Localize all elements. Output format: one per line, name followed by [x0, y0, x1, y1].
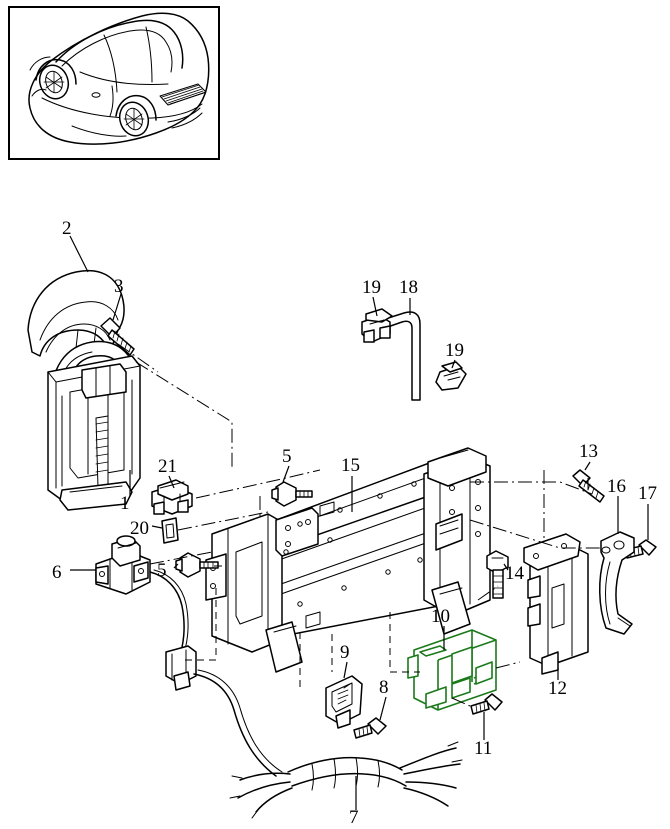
callout-2[interactable]: 2 [62, 218, 72, 239]
part-12-control-unit [523, 533, 589, 675]
callout-11[interactable]: 11 [474, 738, 493, 759]
callout-6[interactable]: 6 [52, 562, 62, 583]
part-15-crossmember-frame [205, 447, 491, 673]
part-2-cover-cap [27, 270, 125, 357]
callout-19-lower[interactable]: 19 [445, 340, 464, 361]
part-11-screw [470, 693, 503, 715]
part-13-screw [572, 469, 605, 503]
part-21-clip [151, 479, 193, 515]
callout-7[interactable]: 7 [349, 807, 359, 828]
callout-1[interactable]: 1 [120, 493, 130, 514]
callout-3[interactable]: 3 [114, 276, 124, 297]
callout-16[interactable]: 16 [607, 476, 626, 497]
callout-leader-lines [69, 235, 649, 810]
callout-8[interactable]: 8 [379, 677, 389, 698]
callout-14[interactable]: 14 [505, 563, 524, 584]
sensor-cable [149, 569, 283, 777]
callout-20[interactable]: 20 [130, 518, 149, 539]
part-10-control-module-highlighted [407, 629, 497, 711]
callout-9[interactable]: 9 [340, 642, 350, 663]
part-19-clip-upper [361, 308, 393, 343]
part-9-mounting-bracket [325, 675, 363, 729]
part-6-sensor-bracket [95, 535, 151, 595]
callout-17[interactable]: 17 [638, 483, 657, 504]
callout-12[interactable]: 12 [548, 678, 567, 699]
part-3-screw [100, 317, 135, 356]
callout-10[interactable]: 10 [431, 606, 450, 627]
part-7-wiring-harness [229, 741, 463, 819]
callout-15[interactable]: 15 [341, 455, 360, 476]
assembly-reference-lines [117, 343, 600, 707]
part-20-retainer [161, 517, 179, 544]
callout-21[interactable]: 21 [158, 456, 177, 477]
callout-19-upper[interactable]: 19 [362, 277, 381, 298]
part-19-clip-lower [435, 361, 467, 391]
callout-5-lower[interactable]: 5 [157, 560, 167, 581]
part-1-rollover-bar-cassette [47, 340, 141, 511]
callout-13[interactable]: 13 [579, 441, 598, 462]
part-16-support-bracket [598, 531, 635, 635]
callout-5-upper[interactable]: 5 [282, 446, 292, 467]
callout-18[interactable]: 18 [399, 277, 418, 298]
porsche-911-illustration [28, 12, 210, 145]
part-5-bolt-upper [271, 481, 313, 507]
part-8-screw [353, 717, 387, 739]
part-14-bolt [486, 550, 509, 599]
